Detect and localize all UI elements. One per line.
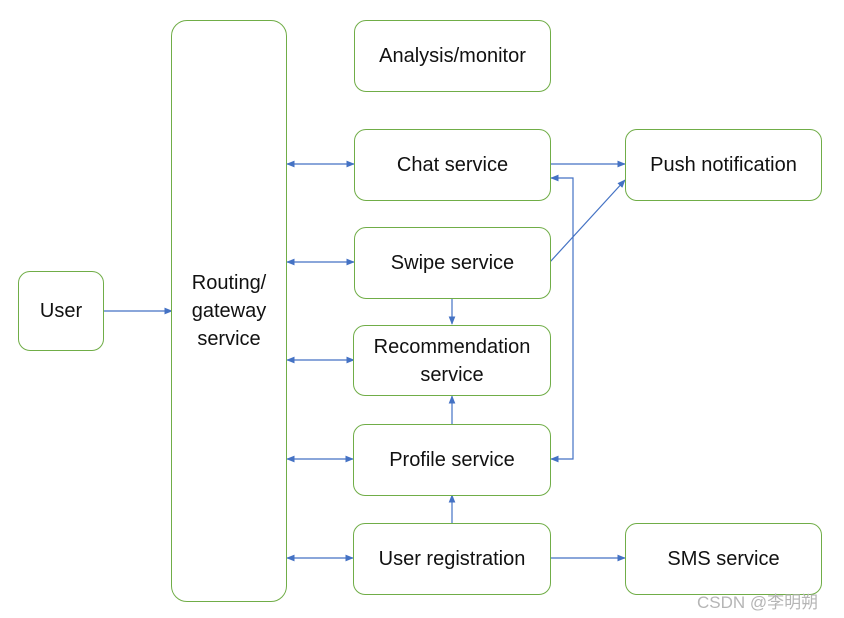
recommendation-service-node: Recommendation service <box>353 325 551 396</box>
watermark: CSDN @李明朔 <box>697 593 819 612</box>
edge-swipe-push <box>549 179 626 263</box>
routing-gateway-node: Routing/ gateway service <box>171 20 287 602</box>
user-registration-node: User registration <box>353 523 551 595</box>
sms-service-node: SMS service <box>625 523 822 595</box>
push-notification-node: Push notification <box>625 129 822 201</box>
user-node: User <box>18 271 104 351</box>
profile-service-node: Profile service <box>353 424 551 496</box>
swipe-service-node: Swipe service <box>354 227 551 299</box>
edge-chat-profile <box>550 174 574 463</box>
analysis-monitor-node: Analysis/monitor <box>354 20 551 92</box>
chat-service-node: Chat service <box>354 129 551 201</box>
